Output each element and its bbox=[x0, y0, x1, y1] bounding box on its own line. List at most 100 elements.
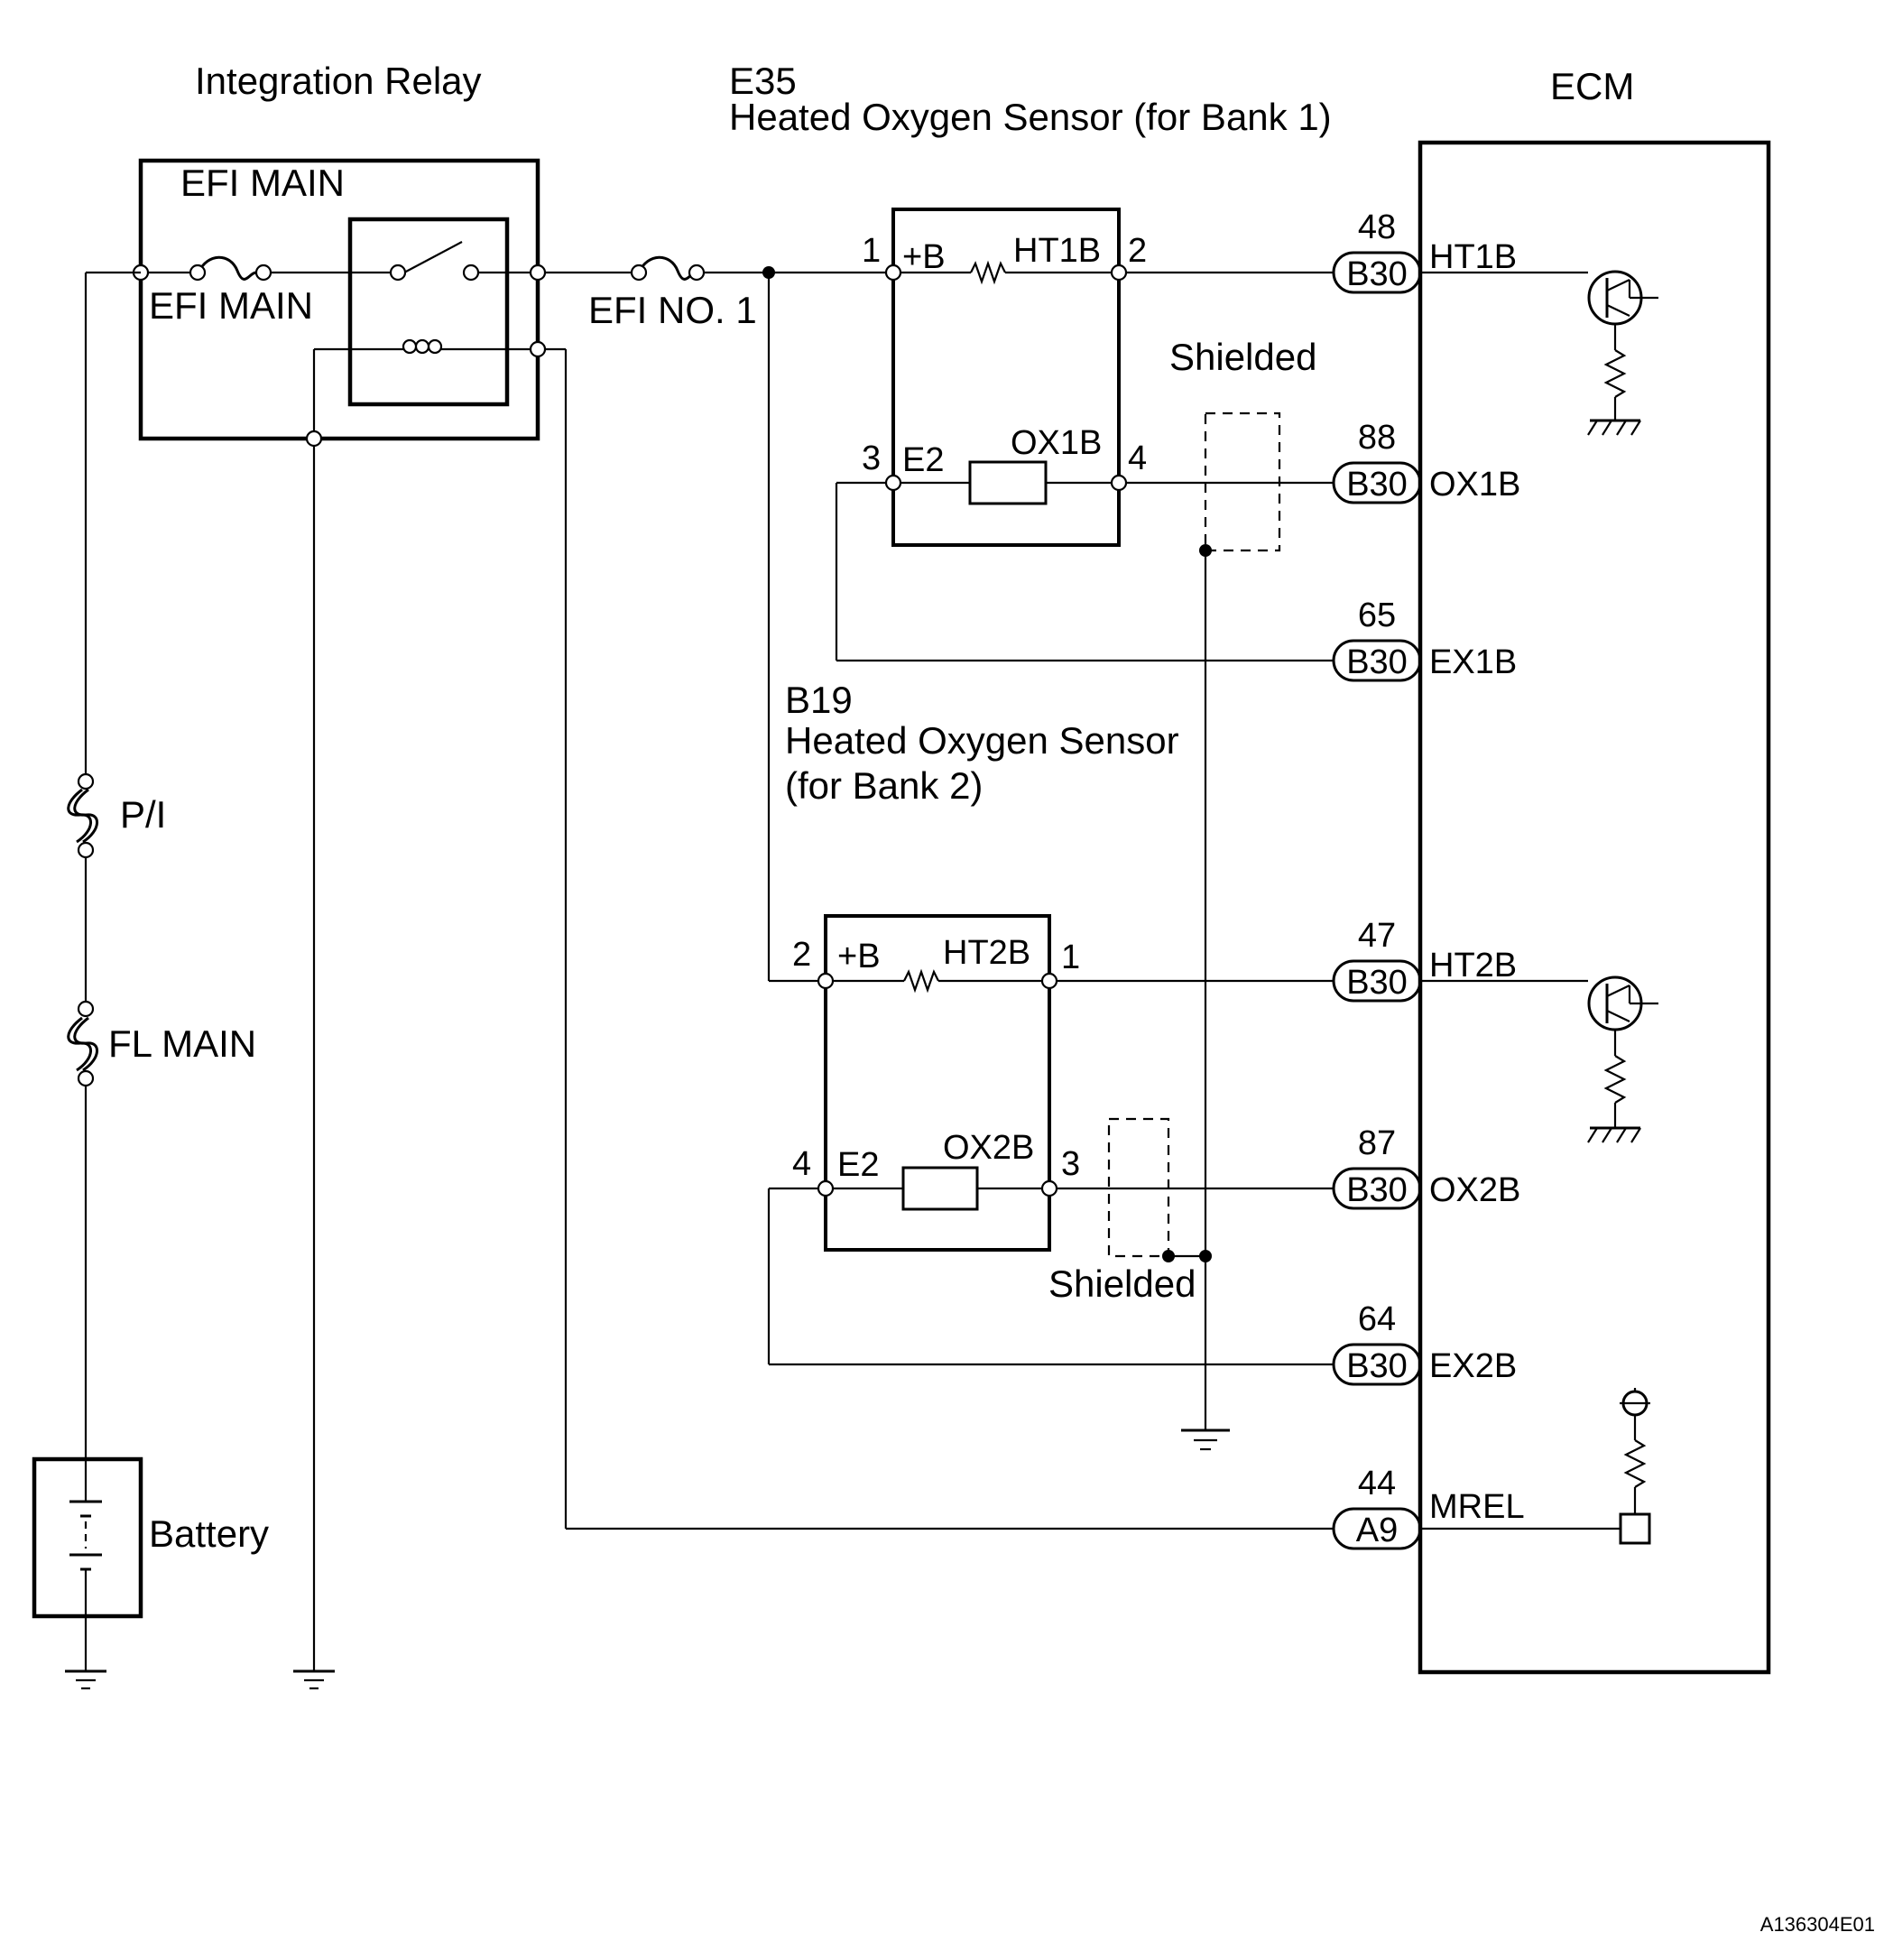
shielded-label-1: Shielded bbox=[1169, 336, 1316, 378]
fl-main-fuse-label: FL MAIN bbox=[108, 1022, 256, 1065]
sensor-bank2-box bbox=[824, 914, 1051, 1252]
battery-icon bbox=[32, 1456, 143, 1619]
heater-resistor-icon bbox=[893, 260, 1119, 285]
sensor-bank2: 2 1 4 3 +B HT2B E2 OX2B bbox=[792, 914, 1080, 1252]
sensor-bank1-pin-2: 2 bbox=[1128, 232, 1147, 270]
sensor-bank2-ox-label: OX2B bbox=[943, 1129, 1034, 1167]
efi-main-relay-box bbox=[347, 217, 510, 407]
integration-relay-title: Integration Relay bbox=[195, 60, 482, 102]
ecm-signal-label: OX2B bbox=[1429, 1171, 1520, 1209]
sensor-bank1-name: Heated Oxygen Sensor (for Bank 1) bbox=[729, 96, 1332, 138]
sensor-bank2-pin-3: 3 bbox=[1061, 1145, 1080, 1183]
connector-housing bbox=[1332, 1343, 1422, 1386]
connector-code: B30 bbox=[1346, 643, 1408, 681]
battery-label: Battery bbox=[149, 1512, 269, 1555]
sensor-bank2-pin-2: 2 bbox=[792, 936, 811, 974]
efi-main-fuse-icon bbox=[141, 255, 538, 282]
relay-switch-icon bbox=[389, 241, 480, 282]
connector-pin-number: 47 bbox=[1358, 917, 1396, 955]
sensor-bank1: 1 2 3 4 +B HT1B E2 OX1B bbox=[862, 208, 1147, 547]
chassis-ground-icon bbox=[1587, 419, 1641, 436]
sensor-bank1-ht-label: HT1B bbox=[1013, 232, 1101, 270]
pi-fuse-icon bbox=[67, 772, 98, 859]
oxygen-sensor-element-icon bbox=[826, 1166, 1049, 1211]
efi-no1-fuse-icon bbox=[630, 255, 706, 282]
pi-fuse-label: P/I bbox=[120, 793, 166, 836]
ecm-title: ECM bbox=[1550, 65, 1634, 107]
connector-pin-number: 88 bbox=[1358, 419, 1396, 457]
connector-code: A9 bbox=[1356, 1512, 1398, 1549]
ecm-signal-label: HT1B bbox=[1429, 238, 1517, 276]
integration-relay: EFI MAIN EFI MAIN bbox=[138, 158, 540, 441]
shield-bank2-icon bbox=[1107, 1117, 1170, 1258]
sensor-bank2-name-line1: Heated Oxygen Sensor bbox=[785, 719, 1179, 762]
connector-pin-number: 65 bbox=[1358, 596, 1396, 634]
connector-pin-number: 64 bbox=[1358, 1300, 1396, 1338]
ground-icon bbox=[293, 1669, 335, 1690]
figure-id: A136304E01 bbox=[1760, 1913, 1875, 1936]
connector-code: B30 bbox=[1346, 964, 1408, 1002]
sensor-bank1-pin-3: 3 bbox=[862, 439, 881, 477]
mrel-pullup-icon bbox=[1418, 1388, 1651, 1545]
connector-code: B30 bbox=[1346, 1347, 1408, 1385]
relay-terminal-coil bbox=[529, 340, 547, 358]
efi-main-fuse-label: EFI MAIN bbox=[149, 284, 313, 327]
transistor-icon bbox=[1418, 270, 1658, 350]
resistor-icon bbox=[1603, 1055, 1627, 1128]
relay-terminal-ground bbox=[305, 430, 323, 448]
transistor-icon bbox=[1418, 975, 1658, 1056]
connector-pin-number: 44 bbox=[1358, 1465, 1396, 1502]
sensor-bank2-e2-label: E2 bbox=[837, 1146, 879, 1184]
ecm-signal-label: EX2B bbox=[1429, 1347, 1517, 1385]
sensor-bank1-pin-1: 1 bbox=[862, 232, 881, 270]
connector-pin-number: 87 bbox=[1358, 1124, 1396, 1162]
sensor-bank1-plus-b: +B bbox=[902, 238, 946, 276]
ground-icon bbox=[1181, 1428, 1230, 1451]
connector-pin-number: 48 bbox=[1358, 208, 1396, 246]
sensor-bank2-pin-1: 1 bbox=[1061, 938, 1080, 976]
ecm-box bbox=[1418, 140, 1771, 1675]
connector-code: B30 bbox=[1346, 255, 1408, 293]
junction-dot bbox=[1162, 1250, 1175, 1262]
relay-terminal-output bbox=[529, 263, 547, 282]
connector-housing bbox=[1332, 461, 1422, 504]
connector-housing bbox=[1332, 1167, 1422, 1210]
connector-code: B30 bbox=[1346, 466, 1408, 504]
shielded-label-2: Shielded bbox=[1048, 1262, 1196, 1305]
sensor-bank2-plus-b: +B bbox=[837, 938, 881, 975]
ecm-signal-label: EX1B bbox=[1429, 643, 1517, 681]
ground-icon bbox=[65, 1669, 106, 1690]
oxygen-sensor-element-icon bbox=[893, 460, 1119, 505]
junction-dot bbox=[1199, 1250, 1212, 1262]
connector-housing bbox=[1332, 639, 1422, 682]
efi-no1-fuse-label: EFI NO. 1 bbox=[588, 289, 757, 331]
heater-resistor-icon bbox=[826, 968, 1049, 994]
fl-main-fuse-icon bbox=[67, 1000, 98, 1087]
resistor-icon bbox=[1603, 349, 1627, 421]
integration-relay-box bbox=[138, 158, 540, 441]
sensor-bank2-name-line2: (for Bank 2) bbox=[785, 764, 983, 807]
sensor-bank1-e2-label: E2 bbox=[902, 441, 944, 479]
ecm-signal-label: MREL bbox=[1429, 1488, 1525, 1526]
sensor-bank1-ox-label: OX1B bbox=[1011, 424, 1102, 462]
sensor-bank2-code: B19 bbox=[785, 679, 853, 721]
relay-coil-icon bbox=[314, 338, 538, 355]
sensor-bank2-pin-4: 4 bbox=[792, 1145, 811, 1183]
sensor-bank2-ht-label: HT2B bbox=[943, 934, 1030, 972]
efi-main-relay-label: EFI MAIN bbox=[180, 162, 345, 204]
chassis-ground-icon bbox=[1587, 1126, 1641, 1143]
ecm-signal-label: HT2B bbox=[1429, 947, 1517, 985]
sensor-bank1-code: E35 bbox=[729, 60, 797, 102]
sensor-bank1-box bbox=[891, 208, 1121, 547]
ecm-signal-label: OX1B bbox=[1429, 466, 1520, 504]
sensor-bank1-pin-4: 4 bbox=[1128, 439, 1147, 477]
